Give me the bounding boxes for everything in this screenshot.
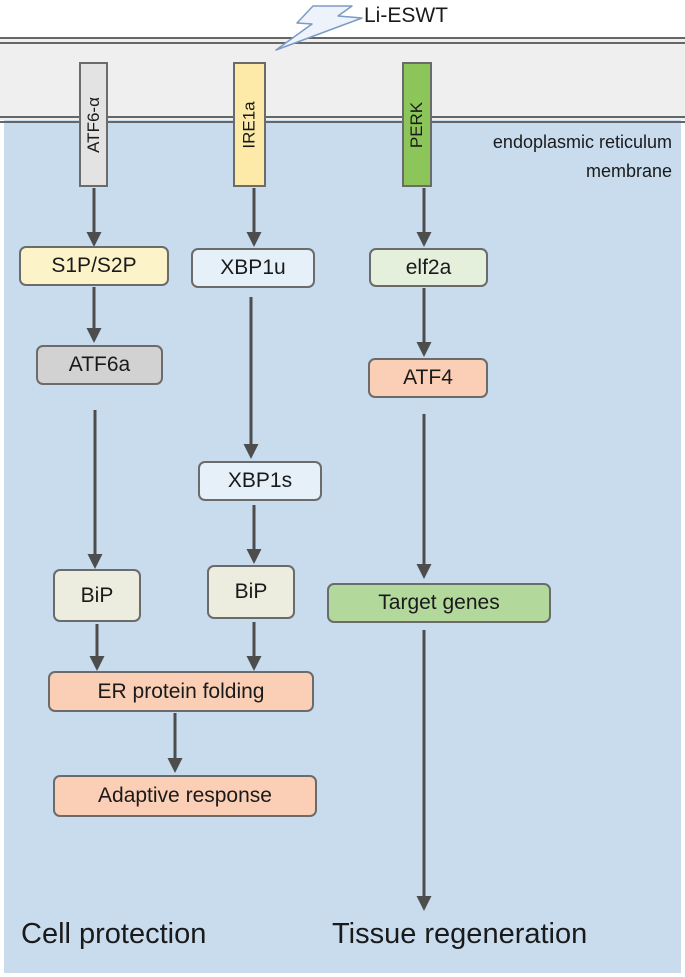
perk-receptor-label: PERK: [407, 101, 427, 148]
cell-protection-label: Cell protection: [21, 918, 207, 950]
tissue-regeneration-label: Tissue regeneration: [332, 918, 588, 950]
stimulus-label: Li-ESWT: [364, 4, 448, 27]
perk-receptor: PERK: [402, 62, 432, 187]
ire1-receptor-label: IRE1a: [239, 100, 259, 149]
adaptive-response-box: Adaptive response: [53, 775, 317, 817]
s1p-s2p-box: S1P/S2P: [19, 246, 169, 286]
er-membrane: [0, 38, 685, 120]
xbp1s-box: XBP1s: [198, 461, 322, 501]
lightning-icon: [275, 5, 363, 51]
atf4-box: ATF4: [368, 358, 488, 398]
elf2a-box: elf2a: [369, 248, 488, 287]
er-protein-folding-box: ER protein folding: [48, 671, 314, 712]
bip-right-box: BiP: [207, 565, 295, 619]
bip-left-box: BiP: [53, 569, 141, 622]
atf6a-box: ATF6a: [36, 345, 163, 385]
xbp1u-box: XBP1u: [191, 248, 315, 288]
ire1-receptor: IRE1a: [233, 62, 266, 187]
atf6-receptor-label: ATF6-α: [83, 96, 103, 153]
atf6-receptor: ATF6-α: [79, 62, 108, 187]
target-genes-box: Target genes: [327, 583, 551, 623]
membrane-label-line2: membrane: [585, 161, 672, 181]
membrane-label-line1: endoplasmic reticulum: [492, 132, 672, 152]
